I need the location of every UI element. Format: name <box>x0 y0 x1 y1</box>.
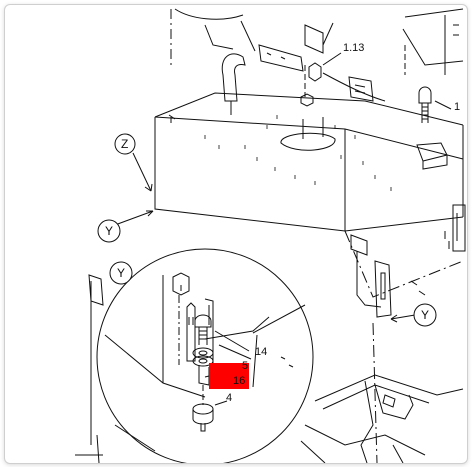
callout-y-left: Y <box>105 224 113 238</box>
part-label-4: 4 <box>226 392 232 404</box>
highlight-box <box>209 363 249 389</box>
part-label-1-13: 1.13 <box>343 42 364 54</box>
connector-block <box>348 76 374 102</box>
clamp-block <box>416 142 448 162</box>
tank-outline <box>174 8 244 20</box>
screw-1 <box>418 86 432 104</box>
bracket-right <box>374 260 392 318</box>
callout-z: Z <box>121 137 128 151</box>
callout-circle-y-detail <box>109 261 133 285</box>
box-opening <box>280 132 336 151</box>
bolt-1-13 <box>308 62 322 82</box>
detail-contents <box>104 272 306 452</box>
bolt-14 <box>194 314 212 328</box>
main-housing <box>154 116 464 160</box>
callout-circle-z <box>114 133 136 155</box>
leader-z <box>132 152 152 192</box>
exploded-parts-diagram: Z Y Y Y 1.13 1 14 5 16 4 <box>75 8 466 463</box>
part-label-14: 14 <box>255 346 267 358</box>
mount-4 <box>192 403 214 425</box>
part-label-1: 1 <box>454 101 460 113</box>
part-label-16: 16 <box>233 375 245 387</box>
callout-y-detail: Y <box>117 266 125 280</box>
callout-circle-y-left <box>97 219 121 243</box>
part-label-5: 5 <box>242 360 248 372</box>
diagram-frame: Z Y Y Y 1.13 1 14 5 16 4 <box>4 4 468 464</box>
callout-circle-y-right <box>413 303 437 327</box>
elbow-pipe <box>221 53 246 102</box>
callout-y-right: Y <box>421 308 429 322</box>
